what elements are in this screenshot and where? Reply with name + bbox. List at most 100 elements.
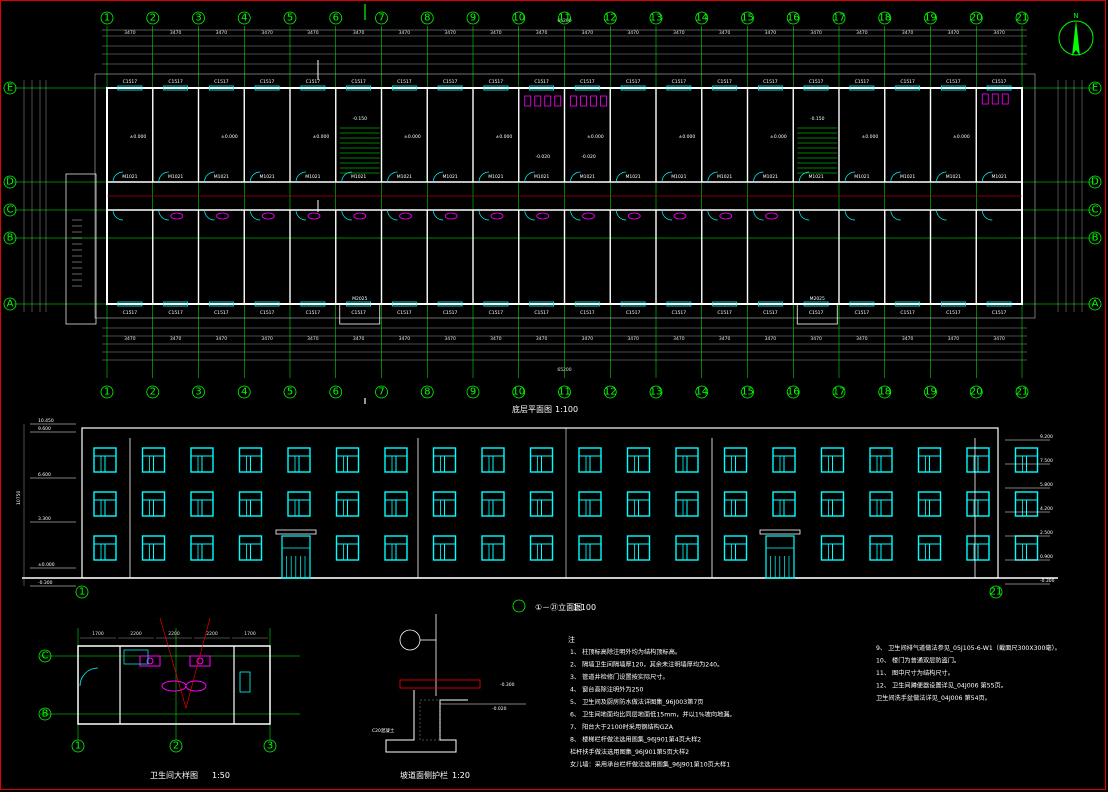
- window-tag: C1517: [489, 310, 504, 316]
- level-value: 6.600: [38, 472, 51, 478]
- bay-dim-bottom: 3470: [902, 336, 914, 342]
- bay-dim-bottom: 3470: [490, 336, 502, 342]
- axis-label-top: 10: [512, 13, 525, 24]
- washbasin: [719, 212, 733, 220]
- axis-bubble-bottom: [420, 385, 434, 399]
- elevation-window: [917, 491, 942, 517]
- axis-label-top: 5: [287, 13, 293, 24]
- bay-dim-bottom: 3470: [124, 336, 136, 342]
- door-tag: M1021: [305, 174, 320, 180]
- axis-label-bottom: 21: [1016, 387, 1029, 398]
- door-tag: M1021: [946, 174, 961, 180]
- axis-label-bottom: 18: [878, 387, 891, 398]
- window-tag: C1517: [260, 310, 275, 316]
- door-swing: [158, 171, 169, 183]
- axis-bubble-bottom: [375, 385, 388, 399]
- axis-bubble-top: [466, 11, 480, 25]
- bay-dim-bottom: 3470: [627, 336, 639, 342]
- washbasin: [216, 212, 229, 220]
- window-tag: C1517: [168, 79, 183, 85]
- door-swing: [570, 171, 581, 183]
- axis-label-top: 14: [695, 13, 708, 24]
- washbasin: [582, 212, 595, 220]
- window-south: [483, 301, 509, 307]
- toilet-fixture: [991, 93, 999, 105]
- washbasin: [170, 212, 184, 220]
- apron-outline: [94, 73, 1036, 319]
- elevation-window: [141, 447, 166, 473]
- window-south: [254, 301, 280, 307]
- note-item: 卫生间洗手盆做法详见_04J006 第54页。: [876, 694, 991, 702]
- axis-label-top: 8: [424, 13, 430, 24]
- axis-bubble-top: [1015, 11, 1029, 25]
- elevation-window: [384, 447, 408, 473]
- window-tag: C1517: [397, 310, 412, 316]
- window-north: [620, 85, 646, 91]
- entrance-door-tag: M2025: [810, 296, 825, 302]
- axis-label-bottom: 2: [150, 387, 156, 398]
- window-south: [391, 301, 417, 307]
- bay-dim-top: 3470: [124, 30, 136, 36]
- toilet-dim: 2200: [130, 631, 142, 637]
- elevation-window: [384, 535, 408, 561]
- window-tag: C1517: [992, 79, 1007, 85]
- elevation-window: [529, 447, 554, 473]
- door-swing: [387, 209, 398, 221]
- window-south: [437, 301, 463, 307]
- level-value: 4.200: [1040, 506, 1053, 512]
- axis-bubble-top: [146, 11, 160, 25]
- window-north: [117, 85, 143, 91]
- elevation-window: [335, 447, 360, 473]
- door-tag: M1021: [168, 174, 183, 180]
- bay-dim-bottom: 3470: [536, 336, 548, 342]
- window-south: [940, 301, 966, 307]
- axis-bubble-top: [969, 11, 983, 25]
- toilet-fixture: [524, 95, 532, 107]
- axis-label-bottom: 19: [924, 387, 937, 398]
- entrance-door-east: [759, 529, 801, 579]
- ramp-label: C20混凝土: [372, 727, 395, 734]
- shaft: [123, 649, 149, 665]
- door-swing: [478, 209, 490, 221]
- floor-level: ±0.000: [862, 134, 879, 140]
- axis-bubble-left: [3, 297, 17, 311]
- axis-bubble-top: [695, 11, 709, 25]
- elevation-window: [93, 491, 117, 517]
- elevation-scale: 1:100: [573, 603, 596, 612]
- note-item: 5、 卫生间及厨房防水做法详图集_96J003第7页: [570, 698, 703, 706]
- elevation-window: [190, 491, 214, 517]
- axis-label-bottom: 14: [695, 387, 708, 398]
- axis-bubble-right: [1088, 175, 1102, 189]
- bay-dim-top: 3470: [810, 30, 822, 36]
- axis-bubble-bottom: [329, 385, 343, 399]
- window-south: [895, 301, 921, 307]
- washbasin: [261, 212, 275, 220]
- north-arrow-icon: N: [1058, 12, 1094, 56]
- plan-title: 底层平面图: [512, 404, 552, 414]
- window-tag: C1517: [351, 310, 366, 316]
- axis-label-top: 6: [333, 13, 339, 24]
- toilet-axis-bubble: [71, 739, 85, 753]
- axis-bubble-top: [192, 11, 205, 25]
- axis-label-left: B: [7, 233, 14, 244]
- axis-label-top: 11: [558, 13, 571, 24]
- axis-label-left: E: [7, 83, 13, 94]
- door-tag: M1021: [991, 174, 1006, 180]
- elevation-window: [578, 535, 602, 561]
- elevation-window: [141, 535, 166, 561]
- toilet-fixture: [570, 95, 577, 107]
- elevation-window: [529, 535, 554, 561]
- toilet-walls: [77, 645, 271, 725]
- level-value: 9.600: [38, 426, 51, 432]
- door-swing: [387, 171, 398, 183]
- window-south: [712, 301, 738, 307]
- window-tag: C1517: [672, 310, 687, 316]
- bay-dim-top: 3470: [353, 30, 365, 36]
- toilet-axis-bubble: [38, 649, 52, 663]
- window-tag: C1517: [900, 79, 915, 85]
- axis-bubble-bottom: [466, 385, 480, 399]
- window-north: [574, 85, 600, 91]
- height-dim: 10750: [16, 491, 22, 505]
- wc-bowl: [196, 657, 204, 665]
- window-tag: C1517: [260, 79, 275, 85]
